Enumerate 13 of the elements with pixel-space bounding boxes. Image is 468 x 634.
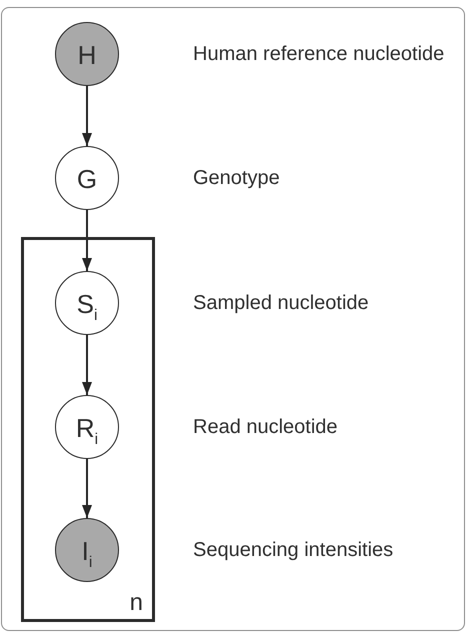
- arrow: [82, 210, 92, 271]
- arrow: [82, 459, 92, 518]
- node-caption: Sequencing intensities: [193, 538, 394, 562]
- node-caption: Human reference nucleotide: [193, 42, 444, 66]
- node-caption: Read nucleotide: [193, 415, 338, 439]
- node-label: G: [76, 166, 98, 192]
- arrow: [82, 86, 92, 146]
- node-caption: Sampled nucleotide: [193, 291, 369, 315]
- arrow: [82, 335, 92, 395]
- plate-label: n: [130, 591, 143, 615]
- plate-box: [21, 237, 155, 622]
- node-label: H: [78, 42, 96, 68]
- node-caption: Genotype: [193, 166, 280, 190]
